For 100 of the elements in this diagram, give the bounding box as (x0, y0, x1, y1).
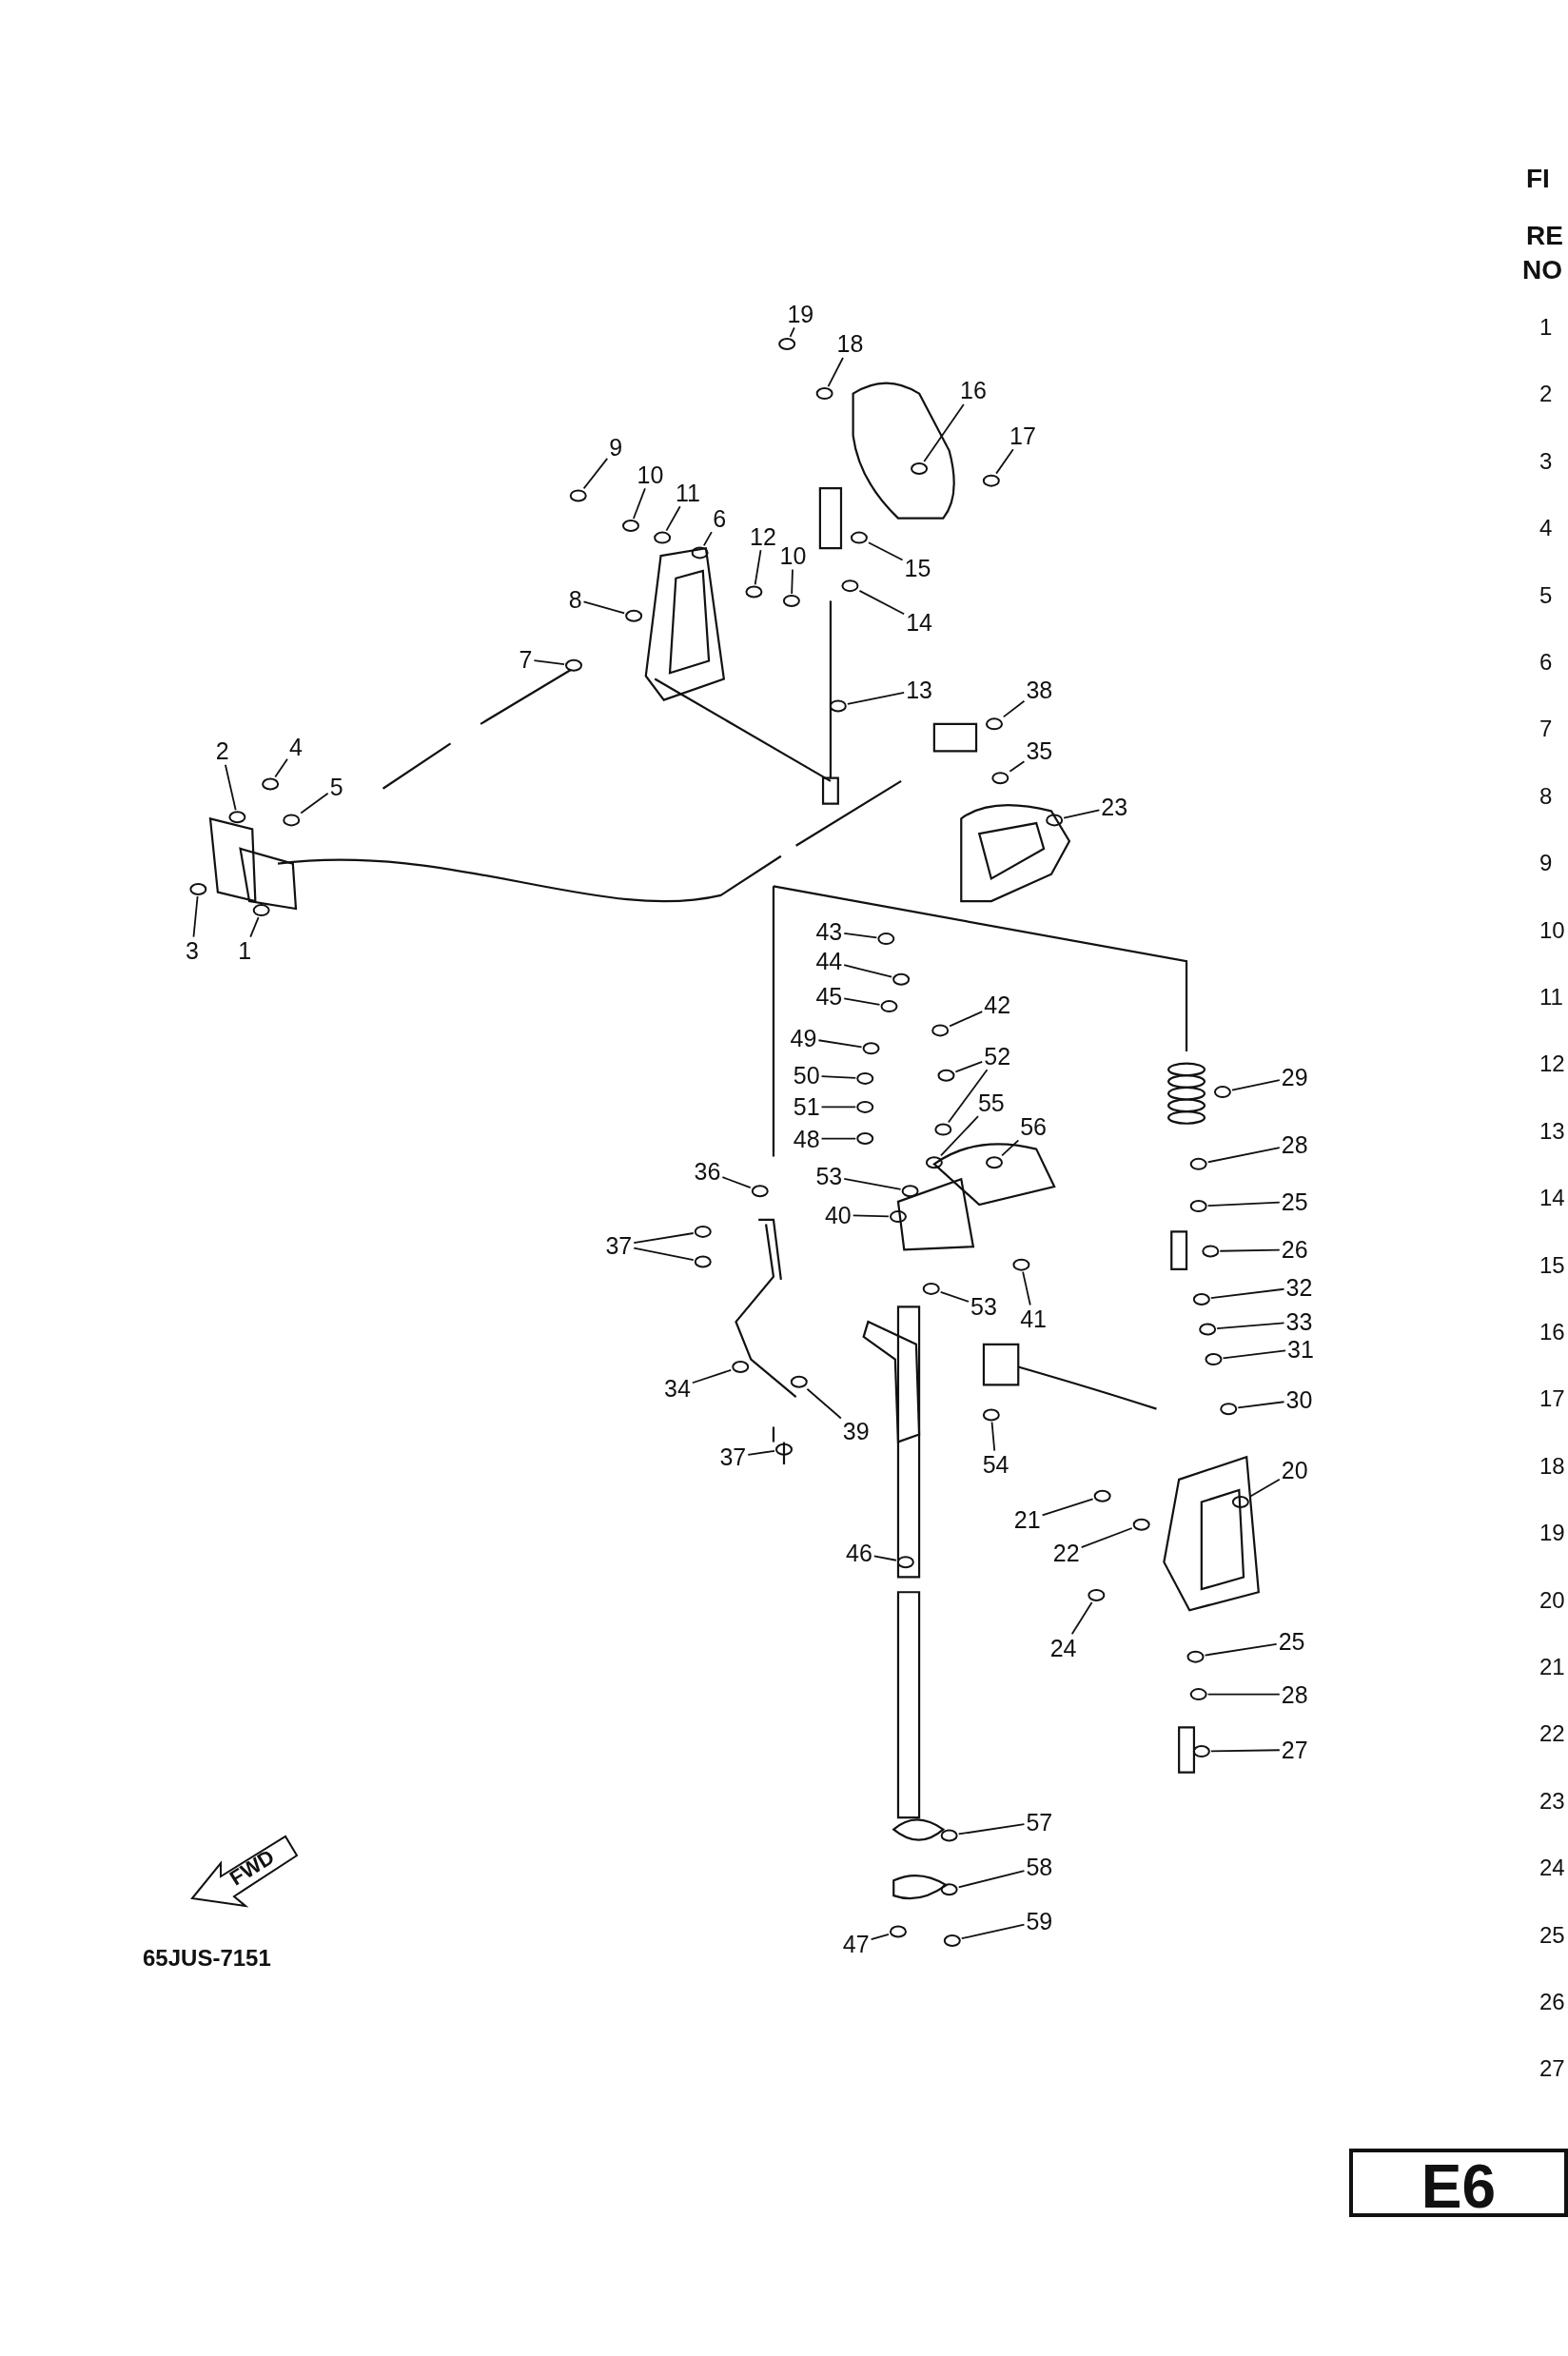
reference-number: 15 (1539, 1251, 1565, 1279)
washer-icon (1046, 814, 1064, 827)
callout-number: 1 (238, 938, 252, 963)
callout-number: 39 (842, 1419, 870, 1443)
leader-line (1070, 1601, 1093, 1636)
reference-number: 25 (1539, 1921, 1565, 1949)
leader-line (947, 1069, 989, 1124)
washer-icon (565, 658, 582, 672)
callout-number: 50 (793, 1063, 820, 1088)
callout-number: 41 (1020, 1306, 1047, 1331)
callout-number: 24 (1049, 1636, 1077, 1660)
washer-icon (228, 811, 246, 824)
leader-line (872, 1555, 897, 1561)
leader-line (633, 1247, 695, 1261)
drawing-number: 65JUS-7151 (143, 1945, 271, 1972)
reference-number: 11 (1539, 984, 1563, 1011)
callout-number: 2 (215, 738, 229, 763)
leader-line (1216, 1322, 1285, 1330)
leader-line (870, 1933, 890, 1940)
callout-number: 21 (1013, 1508, 1041, 1532)
washer-icon (889, 1210, 907, 1224)
callout-number: 52 (984, 1044, 1011, 1069)
table-header: RE (1526, 221, 1563, 251)
callout-number: 29 (1281, 1065, 1308, 1090)
leader-line (852, 1214, 890, 1218)
callout-number: 40 (824, 1203, 852, 1227)
washer-icon (829, 699, 847, 713)
callout-number: 48 (793, 1127, 820, 1151)
leader-line (582, 600, 626, 615)
leader-line (827, 357, 844, 387)
callout-number: 46 (846, 1541, 872, 1565)
washer-icon (862, 1042, 880, 1055)
callout-number: 47 (842, 1932, 870, 1956)
leader-line (843, 1178, 902, 1190)
callout-number: 17 (1009, 423, 1036, 448)
washer-icon (901, 1185, 919, 1198)
leader-line (960, 1923, 1026, 1940)
washer-icon (1192, 1292, 1210, 1306)
reference-number: 9 (1539, 850, 1553, 877)
reference-number: 17 (1539, 1385, 1565, 1413)
callout-number: 22 (1052, 1541, 1080, 1565)
washer-icon (892, 972, 911, 986)
leader-line (868, 541, 904, 561)
washer-icon (931, 1024, 950, 1037)
callout-number: 18 (836, 332, 864, 356)
callout-number: 42 (984, 992, 1011, 1017)
washer-icon (189, 883, 207, 895)
leader-line (721, 1176, 752, 1188)
callout-number: 28 (1281, 1132, 1308, 1157)
washer-icon (283, 814, 301, 827)
leader-line (806, 1387, 842, 1420)
callout-number: 10 (637, 462, 664, 487)
leader-line (1001, 1139, 1020, 1157)
washer-icon (986, 1156, 1003, 1169)
leader-line (1041, 1498, 1094, 1517)
callout-number: 43 (815, 919, 843, 944)
washer-icon (262, 777, 280, 791)
reference-number: 19 (1539, 1520, 1565, 1547)
washer-icon (1093, 1489, 1111, 1502)
callout-number: 31 (1287, 1337, 1314, 1362)
leader-line (820, 1075, 857, 1079)
leader-line (754, 549, 762, 586)
leader-line (789, 326, 795, 338)
reference-number: 16 (1539, 1319, 1565, 1345)
reference-number: 2 (1539, 381, 1553, 408)
washer-icon (691, 546, 709, 560)
callout-number: 37 (605, 1233, 633, 1258)
washer-icon (1199, 1323, 1217, 1336)
washer-icon (943, 1934, 961, 1947)
washer-icon (694, 1255, 712, 1268)
reference-number: 13 (1539, 1117, 1565, 1145)
leader-line (274, 757, 288, 778)
washer-icon (782, 594, 800, 607)
washer-icon (991, 772, 1009, 785)
callout-number: 25 (1281, 1189, 1308, 1214)
callout-number: 9 (609, 435, 623, 460)
callout-number: 3 (186, 938, 199, 963)
washer-icon (1012, 1258, 1030, 1271)
leader-line (1209, 1287, 1285, 1300)
callout-number: 58 (1026, 1855, 1053, 1879)
washer-icon (856, 1100, 874, 1113)
washer-icon (889, 1925, 907, 1938)
callout-number: 13 (906, 677, 932, 702)
washer-icon (986, 717, 1003, 731)
leader-line (1009, 760, 1026, 773)
leader-line (533, 659, 565, 665)
callout-number: 10 (779, 543, 807, 568)
washer-icon (841, 579, 859, 593)
leader-line (192, 895, 199, 938)
leader-line (691, 1368, 733, 1384)
callout-number: 4 (289, 735, 303, 759)
callout-number: 34 (664, 1376, 691, 1401)
leader-line (954, 1060, 984, 1073)
washer-icon (1189, 1157, 1207, 1170)
callout-number: 15 (904, 556, 931, 580)
reference-number: 26 (1539, 1989, 1565, 2015)
reference-number: 27 (1539, 2055, 1565, 2083)
leader-line (846, 691, 906, 705)
callout-number: 38 (1026, 677, 1053, 702)
reference-number: 18 (1539, 1452, 1565, 1480)
